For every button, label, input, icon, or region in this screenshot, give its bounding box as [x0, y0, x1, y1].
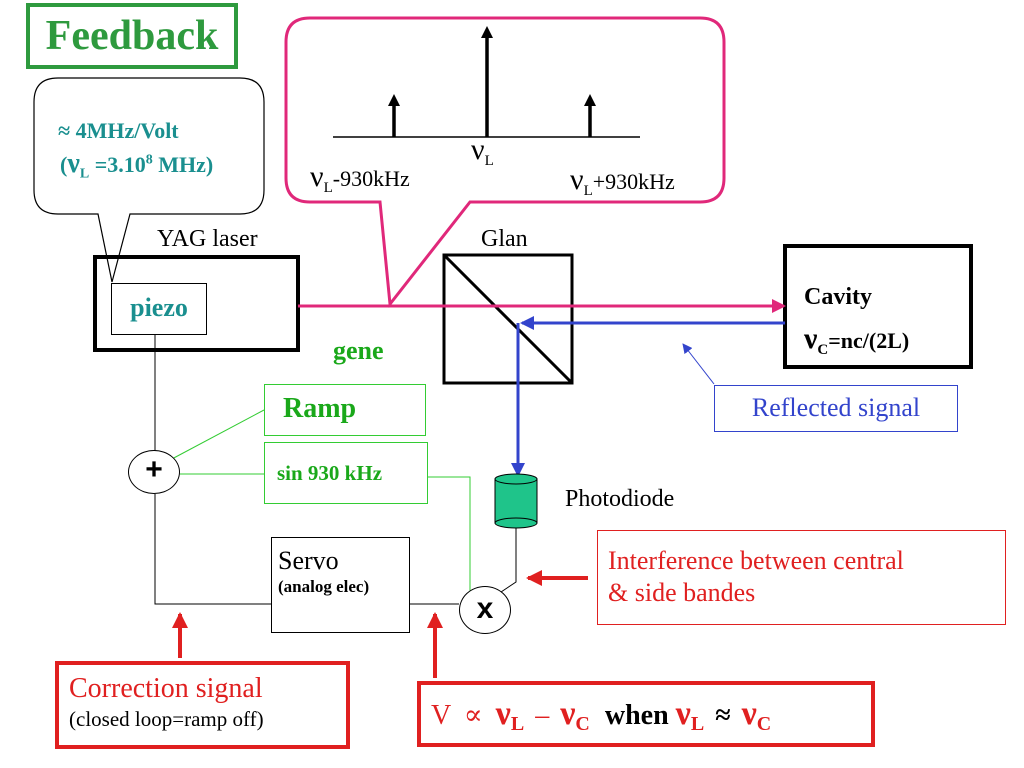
servo-box: Servo (analog elec): [271, 537, 410, 633]
gene-label: gene: [333, 336, 384, 365]
correction-box: Correction signal (closed loop=ramp off): [55, 661, 350, 749]
correction-subtitle: (closed loop=ramp off): [69, 707, 264, 731]
interference-line1: Interference between central: [608, 546, 904, 575]
callout-bubble: [33, 77, 265, 283]
callout-line2: (νL =3.108 MHz): [60, 148, 214, 182]
photodiode-icon: [494, 473, 538, 529]
ramp-box: Ramp: [264, 384, 426, 436]
interference-box: Interference between central & side band…: [597, 530, 1006, 625]
yag-laser-box: [93, 255, 300, 352]
servo-title: Servo: [278, 546, 339, 575]
piezo-box: piezo: [111, 283, 207, 335]
glan-label: Glan: [481, 226, 528, 252]
wire-ramp-to-plus: [169, 409, 265, 461]
yag-laser-label: YAG laser: [157, 226, 258, 252]
multiplier-node: x: [459, 586, 511, 634]
photodiode-label: Photodiode: [565, 486, 675, 512]
carrier-label: νL: [471, 133, 494, 169]
correction-title: Correction signal: [69, 673, 263, 704]
glan-diagonal: [442, 253, 574, 385]
sideband-left-label: νL-930kHz: [310, 160, 410, 196]
glan-box: [442, 253, 574, 385]
sideband-right-label: νL+930kHz: [570, 163, 675, 199]
spectrum-callout: [284, 16, 726, 308]
reflected-pointer: [682, 343, 715, 385]
cavity-formula: νC=nc/(2L): [804, 322, 910, 358]
summing-node: +: [128, 450, 180, 494]
wire-sin-to-mult: [428, 476, 471, 592]
sin-box: sin 930 kHz: [264, 442, 428, 504]
callout-line1: ≈ 4MHz/Volt: [58, 118, 179, 143]
wire-photodiode-to-mult: [494, 528, 517, 597]
v-relation-box: V ∝ νL – νC when νL ≈ νC: [417, 681, 875, 747]
wire-plus-to-correction: [154, 494, 271, 605]
servo-subtitle: (analog elec): [278, 577, 370, 596]
interference-line2: & side bandes: [608, 578, 756, 607]
page-title: Feedback: [26, 3, 238, 69]
cavity-title: Cavity: [804, 284, 872, 310]
reflected-signal-box: Reflected signal: [714, 385, 958, 432]
